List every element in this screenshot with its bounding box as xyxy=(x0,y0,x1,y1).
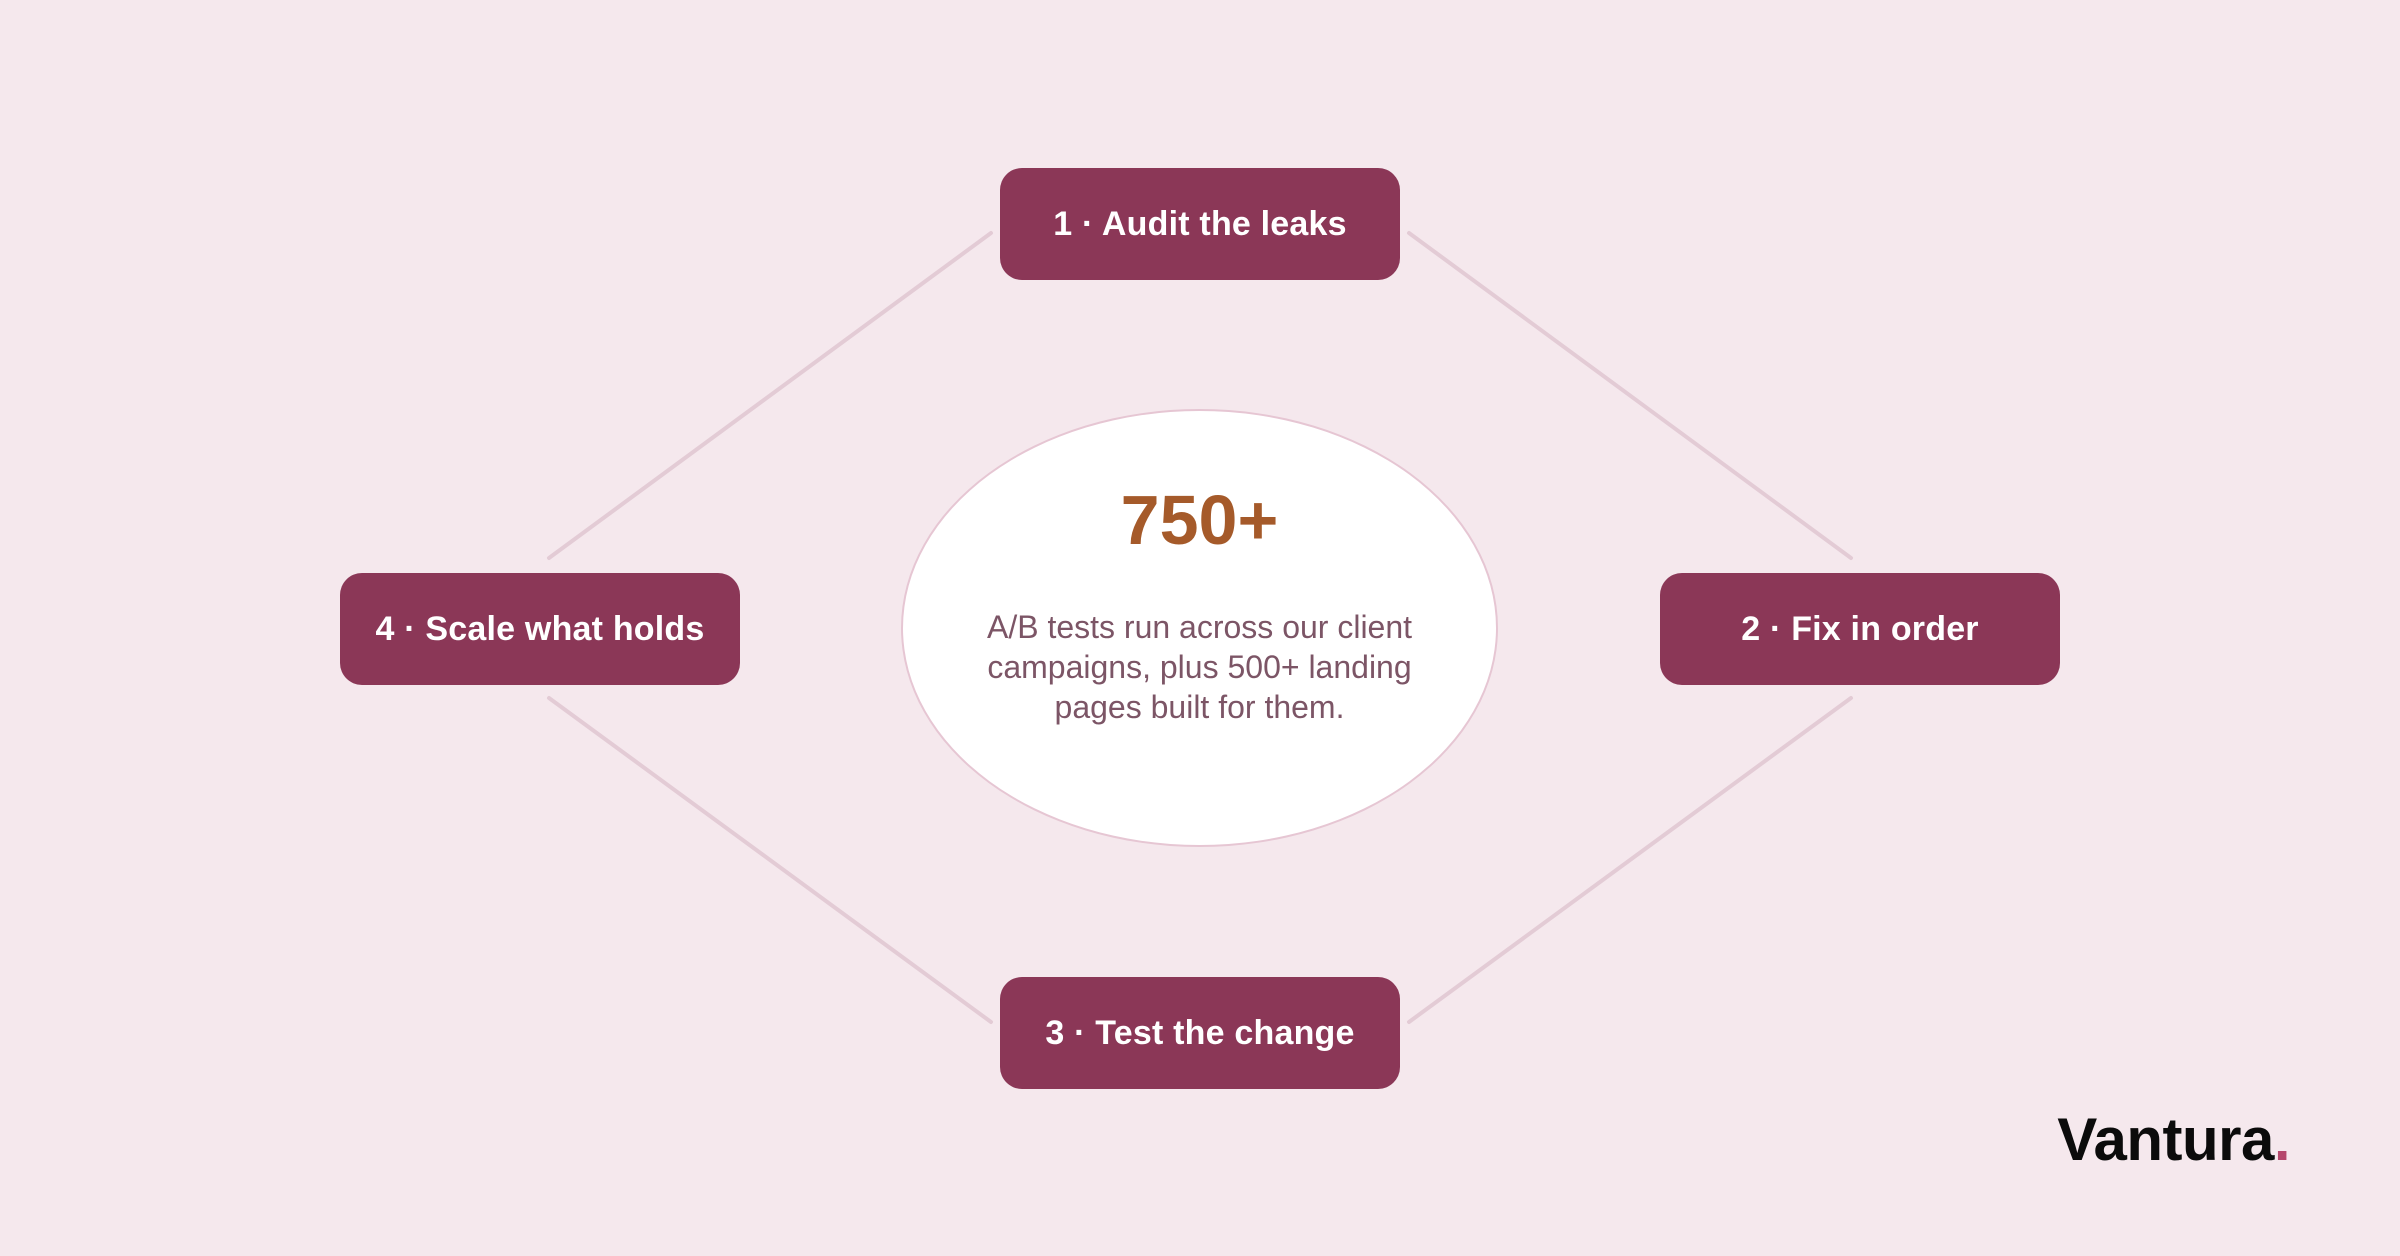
center-stat-ellipse: 750+ A/B tests run across our client cam… xyxy=(901,409,1498,847)
connector-step3-step4 xyxy=(547,696,993,1024)
connector-step1-step2 xyxy=(1407,231,1853,560)
stat-value: 750+ xyxy=(1120,481,1279,559)
stat-description: A/B tests run across our client campaign… xyxy=(986,609,1413,725)
brand-logo: Vantura. xyxy=(2057,1110,2290,1170)
connector-step2-step3 xyxy=(1407,696,1853,1024)
step-scale-what-holds: 4 · Scale what holds xyxy=(340,573,740,685)
connector-step4-step1 xyxy=(547,231,993,560)
step-test-the-change: 3 · Test the change xyxy=(1000,977,1400,1089)
step-audit-the-leaks: 1 · Audit the leaks xyxy=(1000,168,1400,280)
brand-name: Vantura xyxy=(2057,1106,2274,1173)
step-fix-in-order: 2 · Fix in order xyxy=(1660,573,2060,685)
brand-dot: . xyxy=(2273,1106,2291,1173)
